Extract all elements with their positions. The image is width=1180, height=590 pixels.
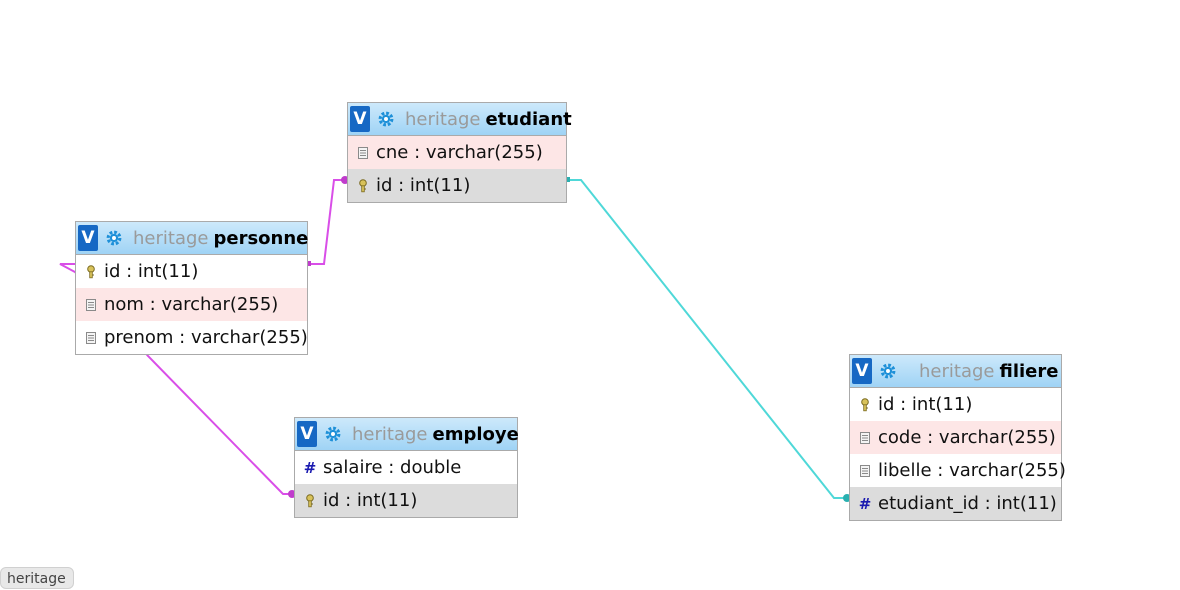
gear-icon[interactable] <box>105 229 123 247</box>
table-header[interactable]: V heritage employe <box>295 418 519 451</box>
text-column-icon <box>84 298 98 311</box>
table-header[interactable]: V heritage filiere <box>850 355 1061 388</box>
key-icon <box>858 397 872 412</box>
column-row[interactable]: code : varchar(255) <box>850 421 1061 454</box>
relation-etudiant-filiere[interactable] <box>567 179 849 499</box>
database-name: heritage <box>133 227 209 249</box>
table-employe[interactable]: V heritage employe # salaire : double id… <box>294 417 519 518</box>
column-row[interactable]: id : int(11) <box>295 484 517 517</box>
column-row[interactable]: # etudiant_id : int(11) <box>850 487 1061 520</box>
column-row[interactable]: prenom : varchar(255) <box>76 321 308 354</box>
table-header[interactable]: V heritage personne <box>76 222 309 255</box>
table-personne[interactable]: V heritage personne id : int(11) nom : v… <box>75 221 308 355</box>
designer-page-tab[interactable]: heritage <box>0 567 74 589</box>
table-filiere[interactable]: V heritage filiere id : int(11) code : v… <box>849 354 1066 521</box>
collapse-toggle-icon[interactable]: V <box>852 358 872 384</box>
key-icon <box>356 178 370 193</box>
collapse-toggle-icon[interactable]: V <box>78 225 98 251</box>
table-name: filiere <box>999 360 1059 382</box>
table-etudiant[interactable]: V heritage etudiant cne : varchar(255) i… <box>347 102 572 203</box>
gear-icon[interactable] <box>879 362 897 380</box>
text-column-icon <box>84 331 98 344</box>
column-row[interactable]: id : int(11) <box>76 255 307 288</box>
column-row[interactable]: nom : varchar(255) <box>76 288 307 321</box>
numeric-column-icon: # <box>858 494 872 513</box>
column-label: libelle : varchar(255) <box>878 460 1066 481</box>
column-label: id : int(11) <box>323 490 418 511</box>
column-label: id : int(11) <box>104 261 199 282</box>
table-header[interactable]: V heritage etudiant <box>348 103 572 136</box>
column-row[interactable]: libelle : varchar(255) <box>850 454 1066 487</box>
column-label: cne : varchar(255) <box>376 142 543 163</box>
column-row[interactable]: id : int(11) <box>348 169 566 202</box>
relation-endpoint-etudiant-out <box>565 177 570 182</box>
designer-page-tab-label: heritage <box>7 571 66 587</box>
database-name: heritage <box>405 108 481 130</box>
numeric-column-icon: # <box>303 458 317 477</box>
column-label: id : int(11) <box>376 175 471 196</box>
relation-endpoint-personne <box>306 261 311 266</box>
table-name: etudiant <box>485 108 572 130</box>
column-label: salaire : double <box>323 457 462 478</box>
database-name: heritage <box>352 423 428 445</box>
gear-icon[interactable] <box>377 110 395 128</box>
column-row[interactable]: id : int(11) <box>850 388 1061 421</box>
column-label: id : int(11) <box>878 394 973 415</box>
key-icon <box>84 264 98 279</box>
column-label: etudiant_id : int(11) <box>878 493 1057 514</box>
text-column-icon <box>356 146 370 159</box>
table-name: employe <box>432 423 519 445</box>
gear-icon[interactable] <box>324 425 342 443</box>
column-label: prenom : varchar(255) <box>104 327 308 348</box>
key-icon <box>303 493 317 508</box>
column-label: nom : varchar(255) <box>104 294 279 315</box>
text-column-icon <box>858 431 872 444</box>
column-label: code : varchar(255) <box>878 427 1056 448</box>
collapse-toggle-icon[interactable]: V <box>297 421 317 447</box>
collapse-toggle-icon[interactable]: V <box>350 106 370 132</box>
table-name: personne <box>213 227 309 249</box>
relation-personne-etudiant[interactable] <box>308 179 347 265</box>
database-name: heritage <box>919 360 995 382</box>
column-row[interactable]: # salaire : double <box>295 451 517 484</box>
column-row[interactable]: cne : varchar(255) <box>348 136 566 169</box>
text-column-icon <box>858 464 872 477</box>
